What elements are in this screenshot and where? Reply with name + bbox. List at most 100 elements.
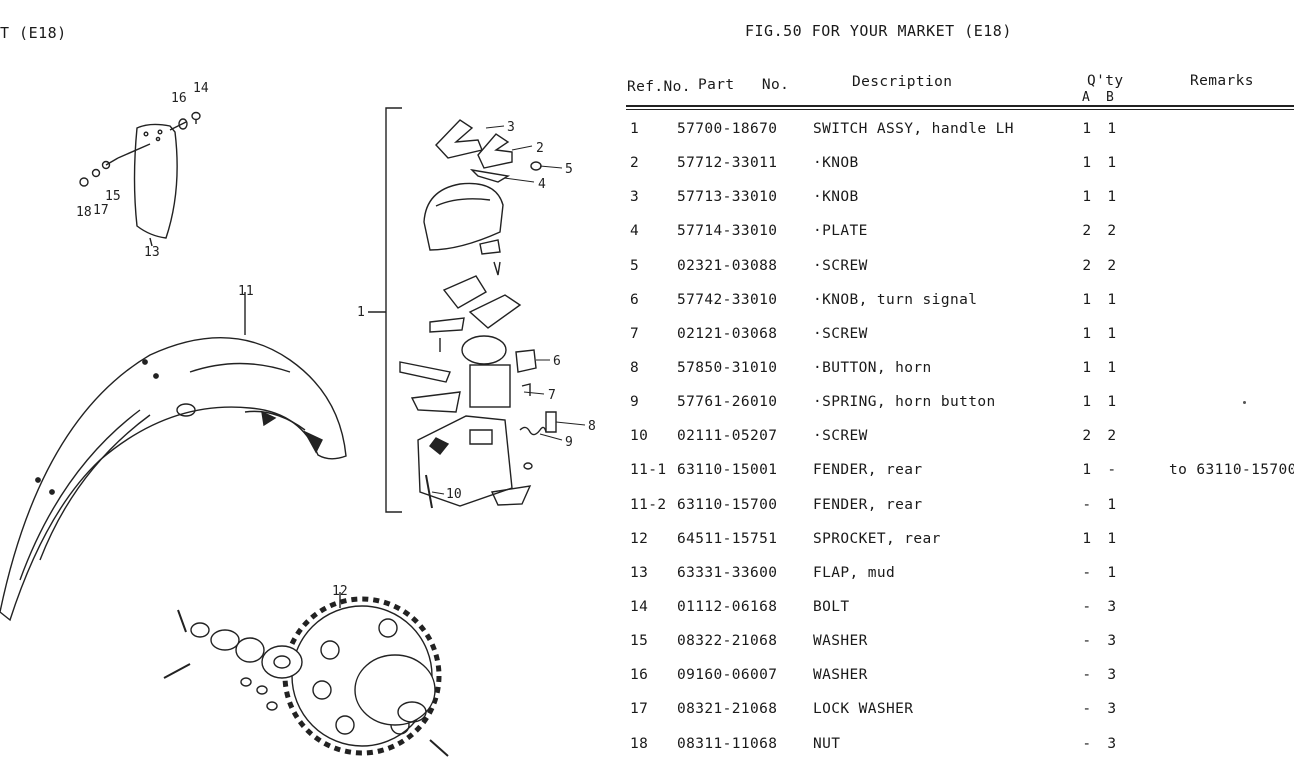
callout-11: 11: [238, 284, 254, 299]
description: ·KNOB, turn signal: [813, 291, 978, 308]
qty-a: -: [1082, 735, 1092, 752]
switch-internals: [399, 275, 537, 413]
figure-title: FIG.50 FOR YOUR MARKET (E18): [745, 22, 1012, 40]
qty-b: 3: [1107, 735, 1117, 752]
ref-no: 8: [630, 359, 640, 376]
part-no: 09160-06007: [677, 667, 778, 684]
qty-b: 1: [1107, 189, 1117, 206]
description: ·SPRING, horn button: [813, 394, 996, 411]
callout-9: 9: [565, 435, 573, 450]
header-description: Description: [852, 74, 953, 90]
qty-b: 1: [1107, 359, 1117, 376]
callout-1: 1: [357, 305, 365, 320]
part-no: 08322-21068: [677, 633, 778, 650]
callout-8: 8: [588, 419, 596, 434]
part-no: 08321-21068: [677, 701, 778, 718]
qty-a: 1: [1082, 189, 1092, 206]
qty-a: -: [1082, 701, 1092, 718]
description: SPROCKET, rear: [813, 530, 941, 547]
remarks: to 63110-15700: [1169, 462, 1294, 479]
ref-no: 13: [630, 564, 649, 581]
description: ·KNOB: [813, 189, 859, 206]
ref-no: 12: [630, 530, 649, 547]
description: WASHER: [813, 667, 868, 684]
rear-fender-illustration: [0, 292, 347, 622]
description: ·PLATE: [813, 223, 868, 240]
qty-b: 1: [1107, 530, 1117, 547]
ref-no: 6: [630, 291, 640, 308]
callout-7: 7: [548, 388, 556, 403]
qty-a: -: [1082, 598, 1092, 615]
header-rule-bottom: [626, 109, 1294, 110]
callout-6: 6: [553, 354, 561, 369]
description: SWITCH ASSY, handle LH: [813, 121, 1014, 137]
description: LOCK WASHER: [813, 701, 914, 718]
qty-a: -: [1082, 633, 1092, 650]
callout-14: 14: [193, 81, 209, 96]
part-no: 57850-31010: [677, 359, 778, 376]
description: ·SCREW: [813, 257, 868, 274]
part-no: 57712-33011: [677, 155, 778, 172]
qty-b: 1: [1107, 155, 1117, 172]
ref-no: 16: [630, 667, 649, 684]
qty-b: 2: [1107, 257, 1117, 274]
ref-no: 11-2: [630, 496, 667, 513]
description: FENDER, rear: [813, 462, 923, 479]
description: ·SCREW: [813, 428, 868, 445]
ref-no: 17: [630, 701, 649, 718]
header-rule-top: [626, 105, 1294, 107]
header-part-no: Part No.: [698, 77, 790, 93]
part-no: 63110-15700: [677, 496, 778, 513]
description: ·KNOB: [813, 155, 859, 172]
description: NUT: [813, 735, 841, 752]
qty-a: -: [1082, 496, 1092, 513]
qty-a: 1: [1082, 155, 1092, 172]
horn-button-spring: [519, 411, 557, 436]
qty-a: 2: [1082, 428, 1092, 445]
header-remarks: Remarks: [1190, 73, 1254, 89]
sprocket-hub-hardware: [163, 609, 303, 711]
callout-17: 17: [93, 203, 109, 218]
part-no: 57714-33010: [677, 223, 778, 240]
qty-b: 3: [1107, 701, 1117, 718]
qty-b: 3: [1107, 598, 1117, 615]
description: BOLT: [813, 598, 850, 615]
qty-b: 2: [1107, 428, 1117, 445]
callout-3: 3: [507, 120, 515, 135]
description: FENDER, rear: [813, 496, 923, 513]
description: ·SCREW: [813, 325, 868, 342]
previous-page-title-fragment: T (E18): [0, 24, 67, 42]
header-qty: Q'ty: [1087, 73, 1124, 89]
callout-2: 2: [536, 141, 544, 156]
callout-5: 5: [565, 162, 573, 177]
callout-4: 4: [538, 177, 546, 192]
part-no: 63110-15001: [677, 462, 778, 479]
ref-no: 14: [630, 598, 649, 615]
ref-no: 4: [630, 223, 640, 240]
callout-16: 16: [171, 91, 187, 106]
callout-13: 13: [144, 245, 160, 260]
qty-b: 3: [1107, 633, 1117, 650]
header-qty-a: A: [1082, 90, 1091, 105]
ref-no: 1: [630, 121, 640, 137]
ref-no: 5: [630, 257, 640, 274]
switch-assembly-bracket: [368, 107, 402, 513]
mud-flap-illustration: [117, 121, 187, 247]
ref-no: 7: [630, 325, 640, 342]
qty-a: -: [1082, 667, 1092, 684]
part-no: 02111-05207: [677, 428, 778, 445]
qty-a: 1: [1082, 291, 1092, 308]
